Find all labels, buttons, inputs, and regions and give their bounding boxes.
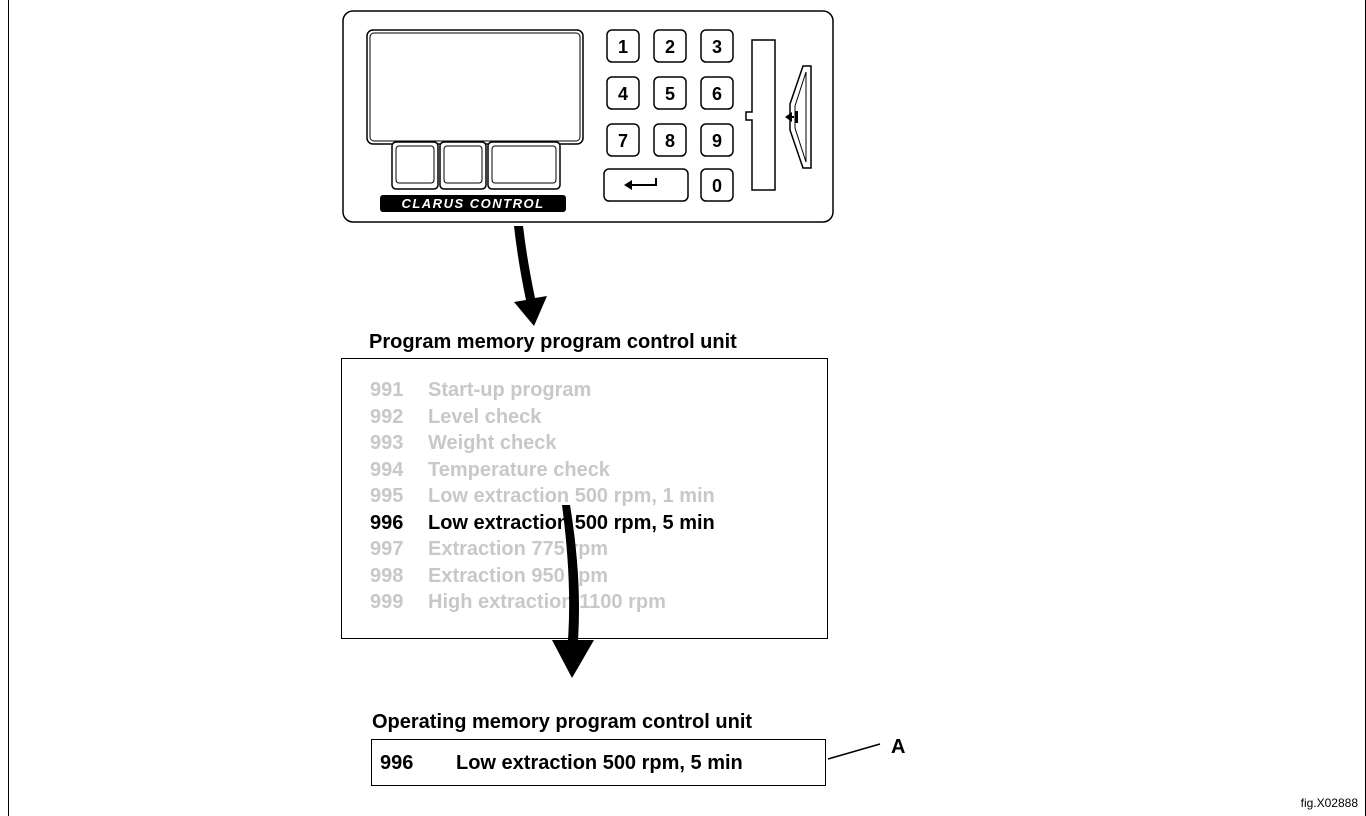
key-0-label: 0 [712, 176, 722, 196]
key-5 [653, 76, 687, 110]
program-name: Low extraction 500 rpm, 5 min [428, 511, 715, 534]
program-name: Extraction 775 rpm [428, 538, 609, 560]
program-list-item: 995 Low extraction 500 rpm, 1 min [370, 485, 715, 508]
card-slot [745, 39, 776, 191]
key-3 [700, 29, 734, 63]
program-number: 997 [370, 538, 404, 560]
operating-program-number: 996 [380, 752, 414, 774]
key-4-label: 4 [618, 84, 628, 104]
operating-memory-heading: Operating memory program control unit [372, 711, 753, 733]
key-2-label: 2 [665, 37, 675, 57]
operating-memory-box: 996 Low extraction 500 rpm, 5 min [371, 739, 826, 786]
callout-label: A [891, 736, 906, 758]
key-1-label: 1 [618, 37, 628, 57]
soft-key-1 [391, 141, 439, 190]
program-number: 993 [370, 432, 404, 454]
key-6 [700, 76, 734, 110]
program-name: Start-up program [428, 379, 592, 401]
program-list-item: 999 High extraction 1100 rpm [370, 591, 666, 614]
program-number: 996 [370, 511, 404, 534]
display-screen [366, 29, 584, 145]
program-number: 991 [370, 379, 404, 401]
soft-key-2 [439, 141, 487, 190]
program-number: 995 [370, 485, 404, 507]
program-list-item: 992 Level check [370, 406, 541, 429]
key-1 [606, 29, 640, 63]
key-3-label: 3 [712, 37, 722, 57]
key-7-label: 7 [618, 131, 628, 151]
program-memory-heading: Program memory program control unit [369, 331, 737, 353]
key-4 [606, 76, 640, 110]
program-name: High extraction 1100 rpm [428, 591, 666, 613]
card-insert-icon [785, 65, 812, 169]
program-name: Extraction 950 rpm [428, 564, 609, 587]
program-name: Level check [428, 405, 542, 428]
program-list-item: 991 Start-up program [370, 379, 591, 402]
key-9 [700, 123, 734, 157]
program-list-item: 994 Temperature check [370, 459, 610, 482]
key-9-label: 9 [712, 131, 722, 151]
program-number: 994 [370, 458, 404, 481]
program-list-item: 997 Extraction 775 rpm [370, 538, 608, 561]
enter-arrow-icon [624, 178, 657, 190]
key-7 [606, 123, 640, 157]
keypad: 1 2 3 4 5 6 7 8 9 0 [603, 29, 734, 202]
key-6-label: 6 [712, 84, 722, 104]
brand-label: CLARUS CONTROL [380, 195, 566, 212]
key-8 [653, 123, 687, 157]
key-8-label: 8 [665, 131, 675, 151]
control-panel: 1 2 3 4 5 6 7 8 9 0 [342, 10, 834, 223]
figure-id: fig.X02888 [1300, 796, 1358, 810]
program-name: Temperature check [428, 458, 610, 481]
program-list-item: 998 Extraction 950 rpm [370, 565, 608, 588]
soft-key-3 [487, 141, 561, 190]
program-number: 998 [370, 564, 404, 587]
key-2 [653, 29, 687, 63]
program-number: 992 [370, 405, 404, 428]
program-number: 999 [370, 591, 404, 613]
program-name: Weight check [428, 432, 557, 454]
program-name: Low extraction 500 rpm, 1 min [428, 485, 715, 507]
program-list-item: 993 Weight check [370, 432, 557, 455]
program-list-item: 996 Low extraction 500 rpm, 5 min [370, 512, 715, 535]
key-0 [700, 168, 734, 202]
operating-program-name: Low extraction 500 rpm, 5 min [456, 752, 743, 774]
key-5-label: 5 [665, 84, 675, 104]
program-memory-list: 991 Start-up program 992 Level check 993 Weig… [341, 358, 828, 639]
